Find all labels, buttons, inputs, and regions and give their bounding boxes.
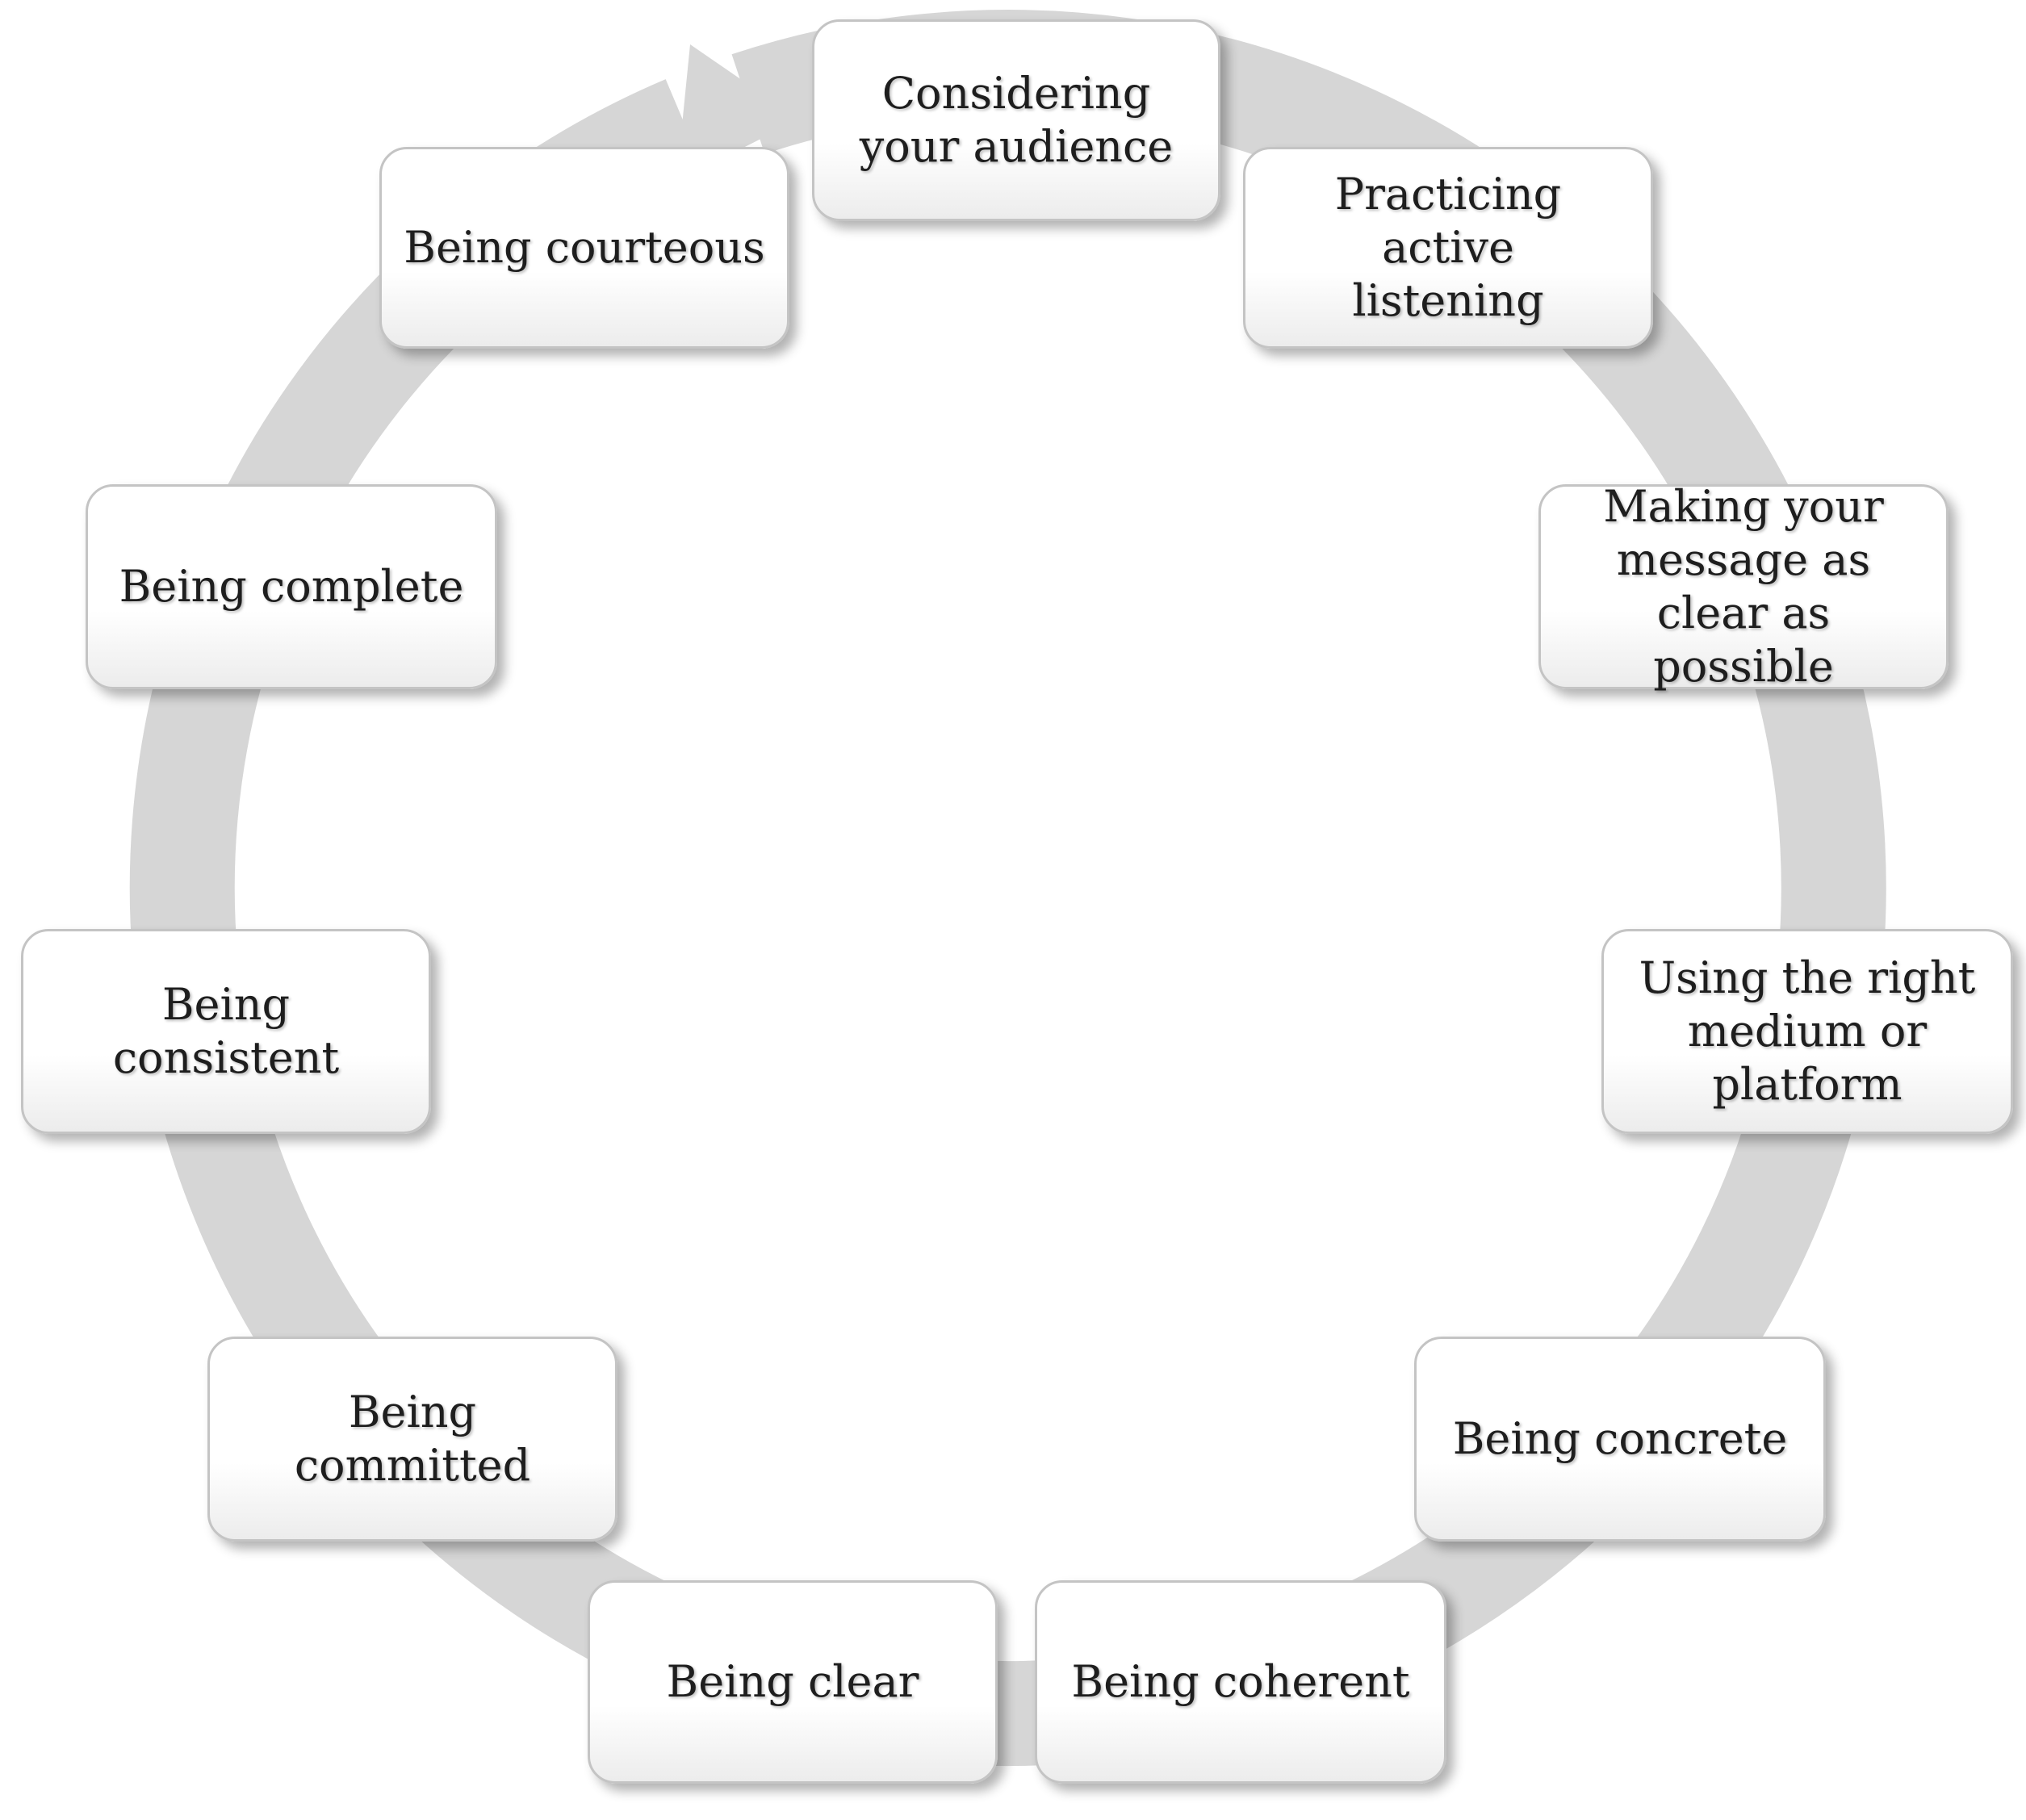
step-label: Being clear — [666, 1656, 919, 1708]
step-considering-audience: Considering your audience — [812, 19, 1220, 221]
step-label: Practicing active listening — [1334, 169, 1562, 326]
step-coherent: Being coherent — [1035, 1580, 1446, 1784]
step-right-medium: Using the right medium or platform — [1601, 929, 2013, 1134]
step-consistent: Being consistent — [21, 929, 431, 1134]
step-label: Being courteous — [404, 222, 765, 274]
step-label: Being complete — [119, 561, 464, 613]
step-label: Being consistent — [112, 979, 340, 1083]
step-committed: Being committed — [207, 1337, 617, 1542]
step-label: Using the right medium or platform — [1639, 952, 1976, 1110]
step-clear: Being clear — [588, 1580, 998, 1784]
step-clear-message: Making your message as clear as possible — [1538, 481, 1949, 692]
step-courteous: Being courteous — [379, 147, 789, 349]
step-label: Being concrete — [1452, 1413, 1788, 1465]
step-concrete: Being concrete — [1414, 1337, 1826, 1542]
step-label: Considering your audience — [859, 68, 1174, 172]
step-label: Being committed — [294, 1387, 531, 1491]
step-label: Making your message as clear as possible — [1603, 481, 1884, 692]
step-complete: Being complete — [86, 484, 497, 689]
step-label: Being coherent — [1071, 1656, 1410, 1708]
step-active-listening: Practicing active listening — [1243, 147, 1653, 349]
